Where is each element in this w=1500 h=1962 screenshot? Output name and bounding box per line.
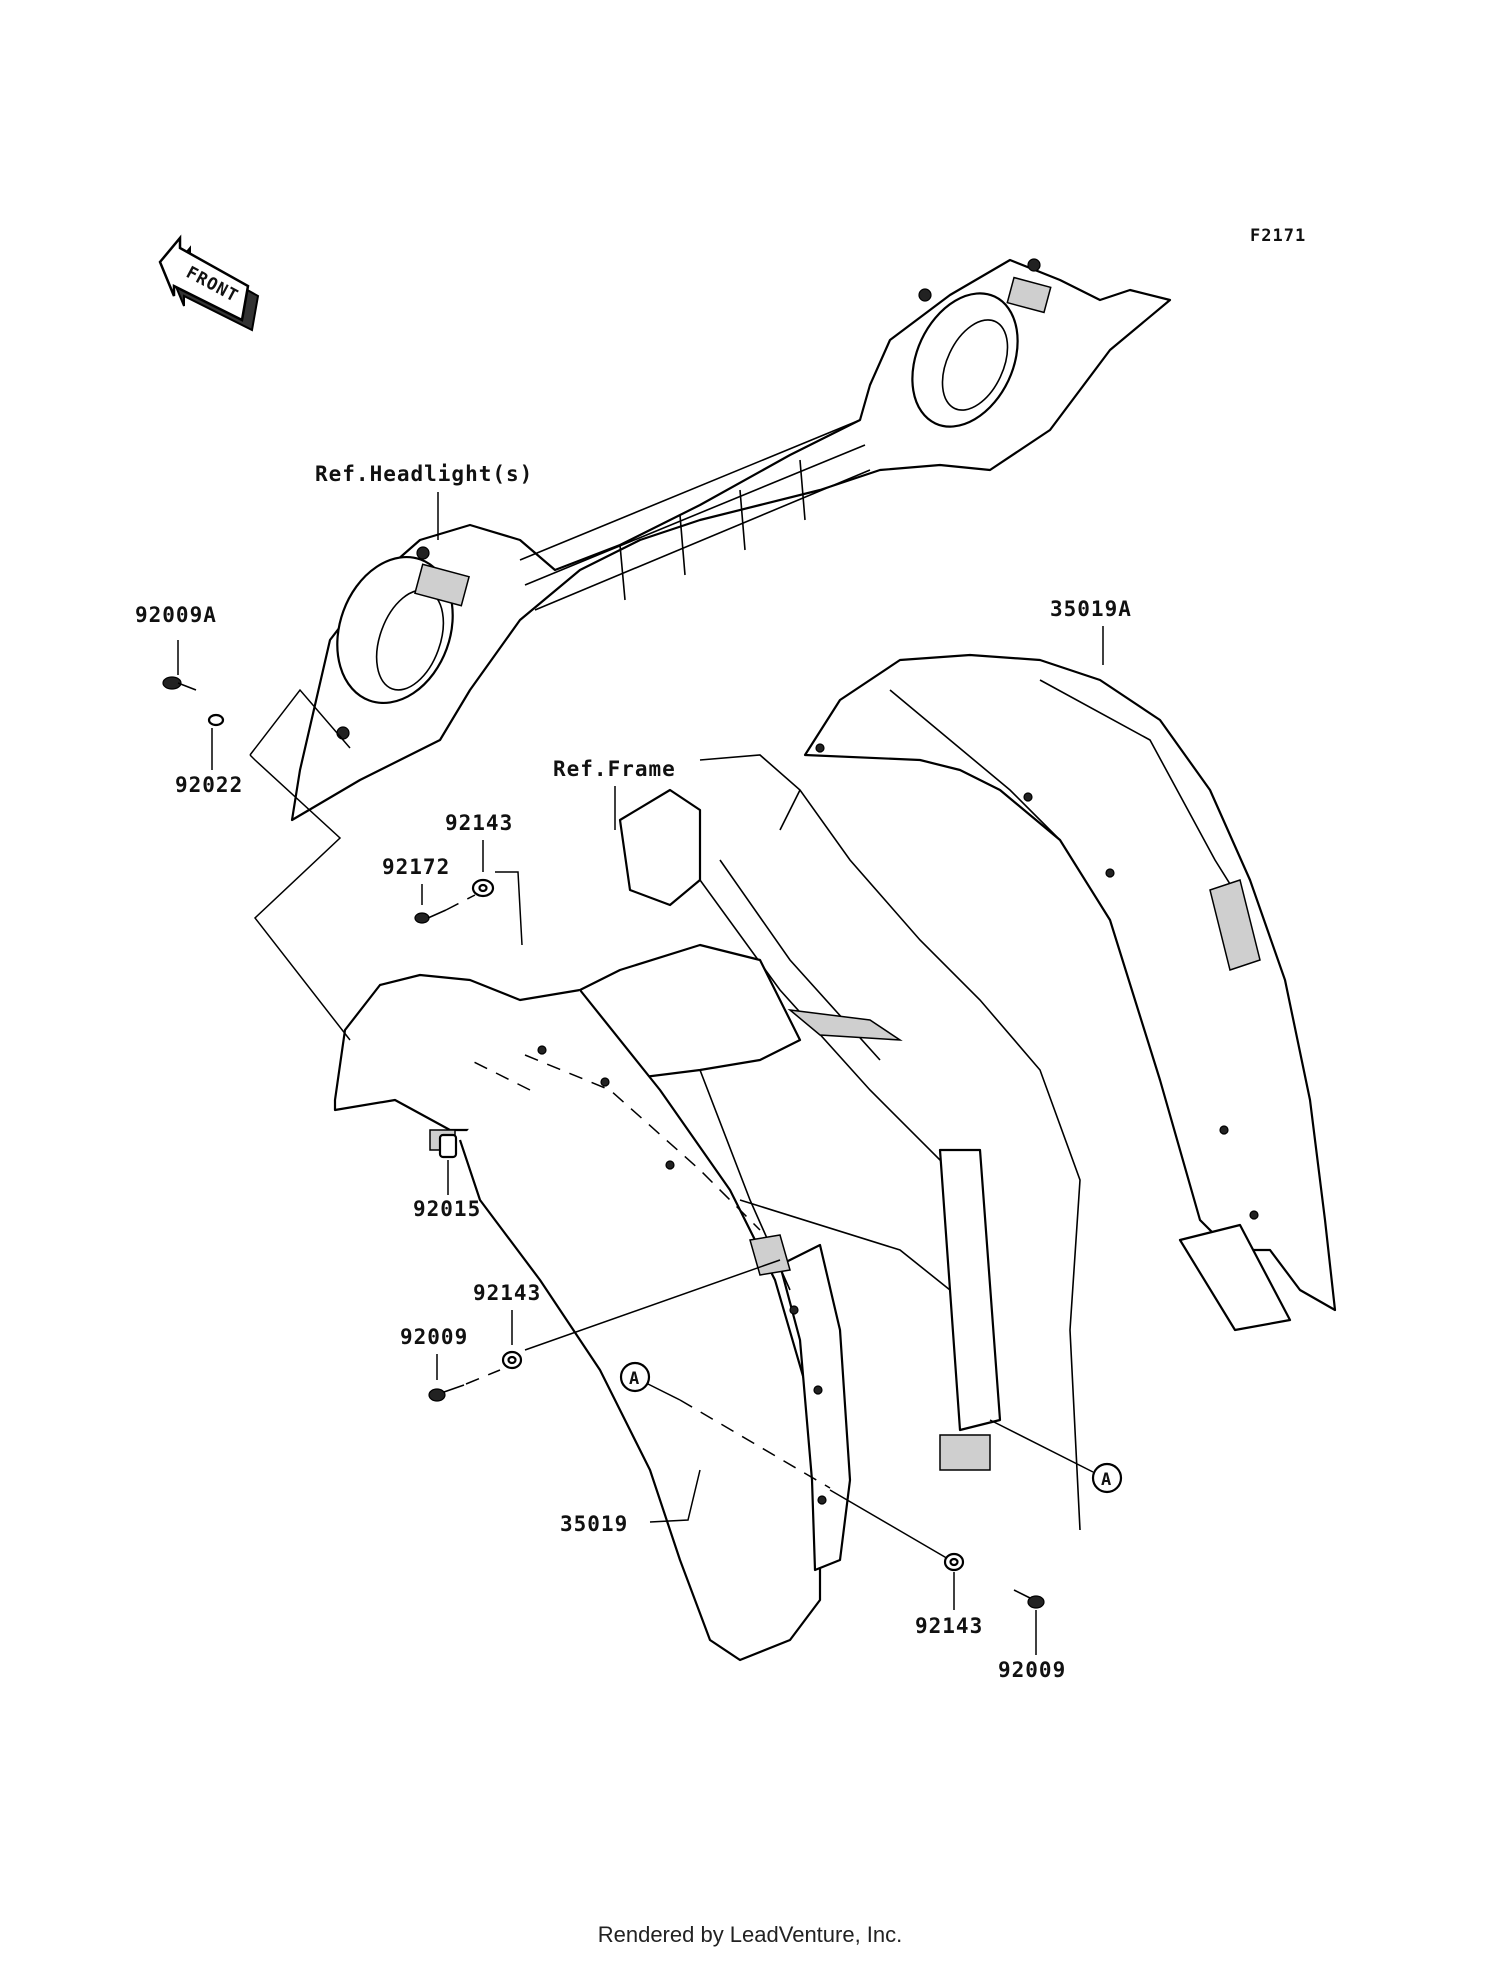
part-label-92172: 92172 xyxy=(382,855,450,879)
svg-text:A: A xyxy=(629,1369,640,1389)
part-label-92015: 92015 xyxy=(413,1197,481,1221)
part-label-92009-bot: 92009 xyxy=(998,1658,1066,1682)
callout-a-left: A xyxy=(619,1361,651,1393)
bolt-92009-mid-icon xyxy=(428,1354,465,1402)
fender-35019A xyxy=(803,653,1337,1332)
fender-35019 xyxy=(333,943,852,1662)
bolt-92009-bot-icon xyxy=(1013,1589,1045,1655)
callout-a-right: A xyxy=(1091,1462,1123,1494)
part-label-35019A: 35019A xyxy=(1050,597,1132,621)
part-label-92022: 92022 xyxy=(175,773,243,797)
part-label-92143-mid: 92143 xyxy=(473,1281,541,1305)
part-label-92009-mid: 92009 xyxy=(400,1325,468,1349)
clip-92015-icon xyxy=(438,1133,458,1195)
washer-92022-icon xyxy=(207,713,225,770)
washer-92143-mid-icon xyxy=(501,1350,523,1370)
part-label-35019: 35019 xyxy=(560,1512,628,1536)
figure-code: F2171 xyxy=(1250,226,1306,246)
part-label-92143-top: 92143 xyxy=(445,811,513,835)
footer-credit: Rendered by LeadVenture, Inc. xyxy=(597,1922,903,1947)
part-label-92009A: 92009A xyxy=(135,603,217,627)
ref-frame-label: Ref.Frame xyxy=(553,757,676,781)
ref-headlight-label: Ref.Headlight(s) xyxy=(315,462,533,486)
bolt-92172-icon xyxy=(414,884,447,924)
front-arrow-icon: FRONT xyxy=(158,234,260,332)
headlight-housing xyxy=(290,258,1172,822)
washer-92143-bot-icon xyxy=(943,1552,965,1610)
part-label-92143-bot: 92143 xyxy=(915,1614,983,1638)
bolt-92009A-icon xyxy=(162,640,197,691)
washer-92143-top-icon xyxy=(471,878,495,898)
frame xyxy=(618,754,1081,1531)
svg-text:A: A xyxy=(1101,1470,1112,1490)
